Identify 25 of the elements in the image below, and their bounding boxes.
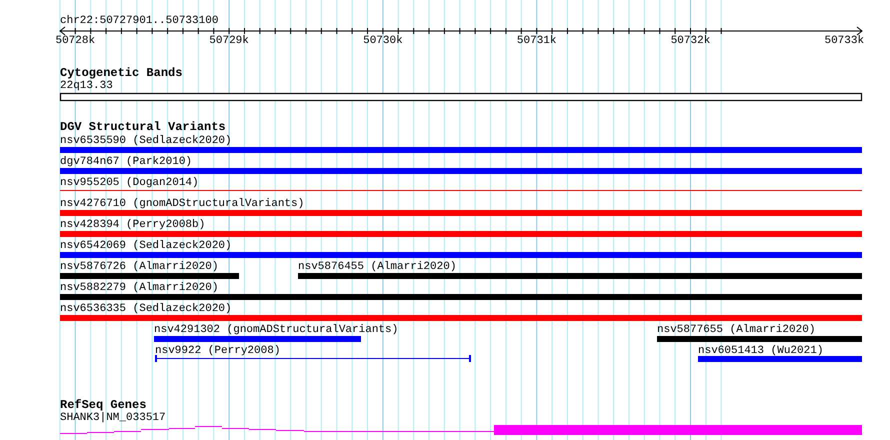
coordinate-label: chr22:50727901..50733100	[60, 15, 218, 27]
tick-label: 50729k	[209, 35, 249, 47]
variant-label: nsv4276710 (gnomADStructuralVariants)	[60, 198, 304, 210]
tick-label: 50730k	[363, 35, 403, 47]
variant-label: dgv784n67 (Park2010)	[60, 156, 192, 168]
variant-label: nsv9922 (Perry2008)	[155, 345, 280, 357]
variant-label: nsv5882279 (Almarri2020)	[60, 282, 218, 294]
band-label: 22q13.33	[60, 80, 113, 92]
variant-label: nsv428394 (Perry2008b)	[60, 219, 206, 231]
variant-label: nsv6542069 (Sedlazeck2020)	[60, 240, 232, 252]
variant-label: nsv5876726 (Almarri2020)	[60, 261, 218, 273]
track-title: Cytogenetic Bands	[60, 67, 182, 79]
variant-label: nsv6051413 (Wu2021)	[698, 345, 824, 357]
variant-label: nsv5877655 (Almarri2020)	[657, 324, 816, 336]
variant-label: nsv6536335 (Sedlazeck2020)	[60, 303, 232, 315]
variant-label: nsv955205 (Dogan2014)	[60, 177, 199, 189]
tick-label: 50732k	[670, 35, 710, 47]
tick-label: 50728k	[55, 35, 96, 47]
track-title: DGV Structural Variants	[60, 121, 226, 133]
variant-label: nsv6535590 (Sedlazeck2020)	[60, 135, 232, 147]
tick-label: 50733k	[824, 35, 864, 47]
gene-label: SHANK3|NM_033517	[60, 412, 166, 424]
variant-label: nsv5876455 (Almarri2020)	[298, 261, 456, 273]
tick-label: 50731k	[516, 35, 556, 47]
variant-label: nsv4291302 (gnomADStructuralVariants)	[154, 324, 398, 336]
